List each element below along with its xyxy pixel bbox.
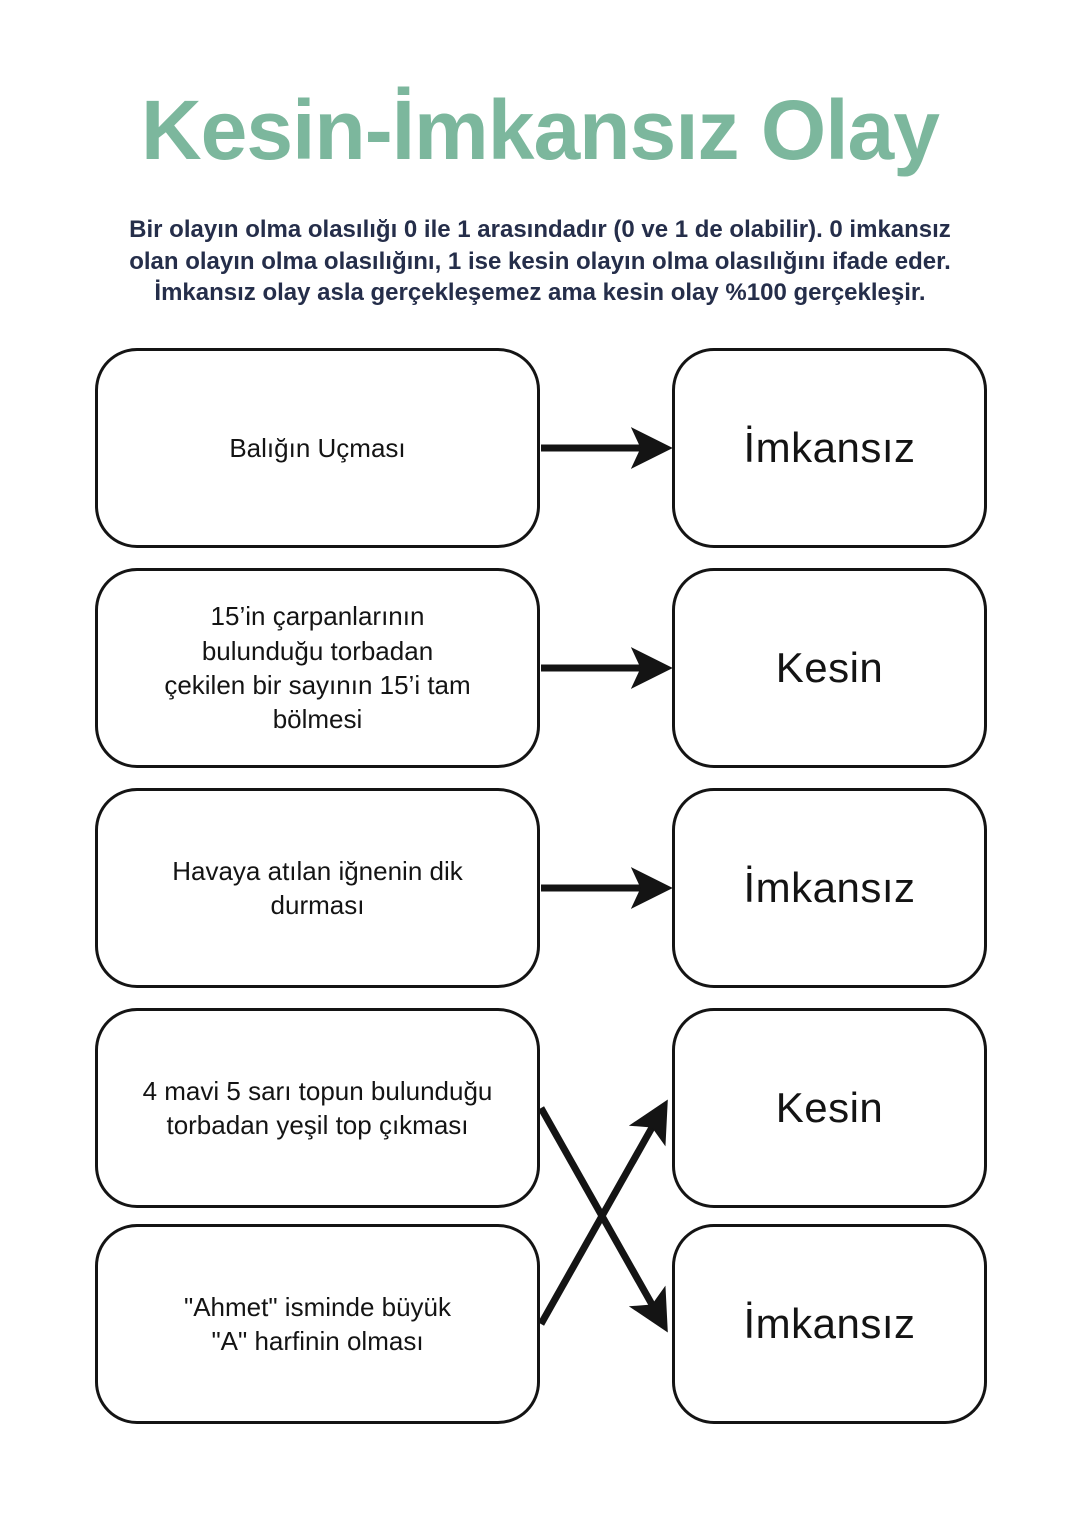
intro-text: Bir olayın olma olasılığı 0 ile 1 arasın… <box>129 216 951 307</box>
event-box: 4 mavi 5 sarı topun bulunduğu torbadan y… <box>95 1008 540 1208</box>
event-box: 15’in çarpanlarının bulunduğu torbadan ç… <box>95 568 540 768</box>
page-title: Kesin-İmkansız Olay <box>141 83 940 177</box>
outcome-text: Kesin <box>775 1084 884 1131</box>
event-box: "Ahmet" isminde büyük "A" harfinin olmas… <box>95 1224 540 1424</box>
outcome-box: Kesin <box>672 1008 987 1208</box>
event-box: Havaya atılan iğnenin dik durması <box>95 788 540 988</box>
event-text: Balığın Uçması <box>229 432 406 463</box>
connector-arrow <box>537 1106 668 1333</box>
outcome-text: İmkansız <box>743 1300 916 1347</box>
outcome-box: İmkansız <box>672 788 987 988</box>
event-text: 15’in çarpanlarının bulunduğu torbadan ç… <box>164 601 471 735</box>
event-box: Balığın Uçması <box>95 348 540 548</box>
outcome-box: Kesin <box>672 568 987 768</box>
outcome-text: İmkansız <box>743 864 916 911</box>
event-text: 4 mavi 5 sarı topun bulunduğu torbadan y… <box>142 1075 493 1140</box>
connector-arrow <box>537 1099 668 1326</box>
outcome-box: İmkansız <box>672 1224 987 1424</box>
outcome-box: İmkansız <box>672 348 987 548</box>
event-text: Havaya atılan iğnenin dik durması <box>172 855 463 920</box>
outcome-text: İmkansız <box>743 424 916 471</box>
outcome-text: Kesin <box>775 644 884 691</box>
event-text: "Ahmet" isminde büyük "A" harfinin olmas… <box>183 1291 452 1356</box>
